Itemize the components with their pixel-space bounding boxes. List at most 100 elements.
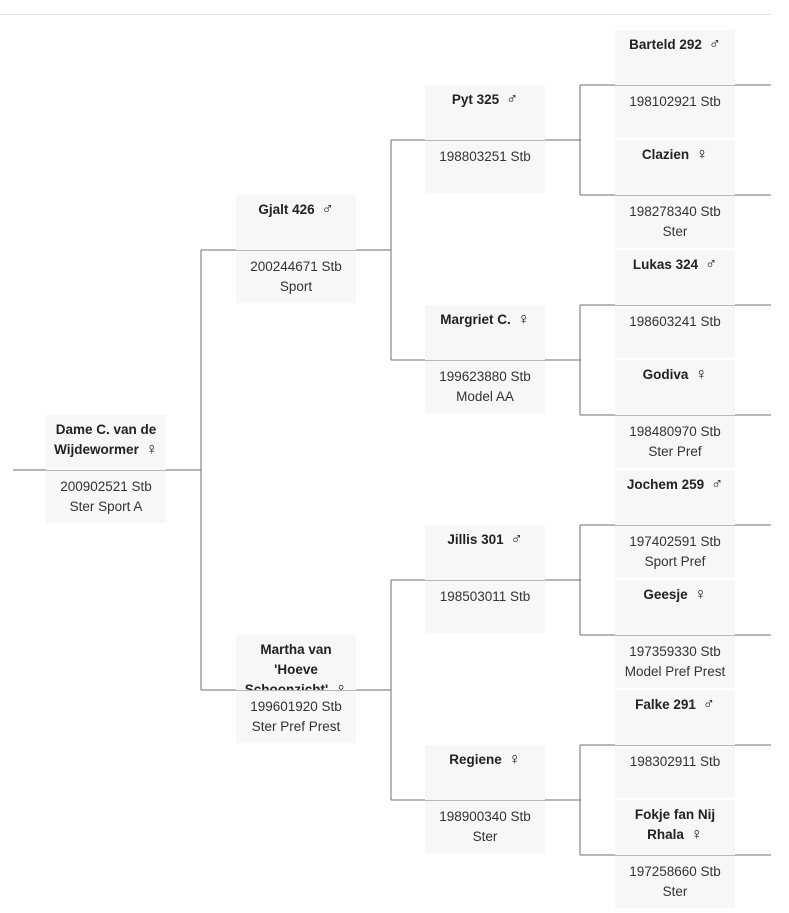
registration-number: 197402591 Stb: [629, 534, 721, 549]
predicate: Ster Pref: [648, 444, 702, 459]
horse-name-ds-dam[interactable]: Geesje: [643, 587, 688, 602]
horse-card-head: Jochem 259 ♂: [615, 470, 735, 525]
horse-card-head: Falke 291 ♂: [615, 690, 735, 745]
female-icon: ♀: [695, 366, 708, 383]
horse-name-dam[interactable]: Martha van 'Hoeve Schoonzicht': [244, 642, 332, 690]
registration-number: 198278340 Stb: [629, 204, 721, 219]
horse-card-details: 199623880 Stb Model AA: [425, 361, 545, 413]
horse-card-details: 198803251 Stb: [425, 141, 545, 193]
predicate: Model AA: [456, 389, 514, 404]
horse-card-sire[interactable]: Gjalt 426 ♂ 200244671 Stb Sport: [236, 195, 356, 303]
horse-name-dd-dam[interactable]: Fokje fan Nij Rhala: [634, 807, 716, 842]
horse-card-dam[interactable]: Martha van 'Hoeve Schoonzicht'♀ 19960192…: [236, 635, 356, 743]
horse-card-sd-sire[interactable]: Lukas 324♂ 198603241 Stb: [615, 250, 735, 358]
female-icon: ♀: [690, 826, 703, 843]
horse-card-ds-sire[interactable]: Jochem 259 ♂ 197402591 Stb Sport Pref: [615, 470, 735, 578]
horse-card-ds-dam[interactable]: Geesje ♀ 197359330 Stb Model Pref Prest: [615, 580, 735, 688]
registration-number: 198503011 Stb: [439, 589, 531, 604]
male-icon: ♂: [711, 476, 724, 493]
predicate: [619, 112, 731, 132]
female-icon: ♀: [694, 586, 707, 603]
horse-card-head: Geesje ♀: [615, 580, 735, 635]
male-icon: ♂: [506, 91, 519, 108]
registration-number: 199601920 Stb: [250, 699, 342, 714]
horse-card-head: Gjalt 426 ♂: [236, 195, 356, 250]
horse-card-head: Regiene♀: [425, 745, 545, 800]
horse-name-dam-dam[interactable]: Regiene: [449, 752, 502, 767]
horse-card-head: Margriet C. ♀: [425, 305, 545, 360]
horse-name-ss-sire[interactable]: Barteld 292: [629, 37, 702, 52]
predicate: [429, 167, 541, 187]
horse-card-dam-sire[interactable]: Jillis 301 ♂ 198503011 Stb: [425, 525, 545, 633]
horse-name-ds-sire[interactable]: Jochem 259: [626, 477, 705, 492]
horse-card-details: 198302911 Stb: [615, 746, 735, 798]
registration-number: 198480970 Stb: [629, 424, 721, 439]
predicate: Ster: [662, 224, 688, 239]
horse-card-head: Lukas 324♂: [615, 250, 735, 305]
female-icon: ♀: [696, 146, 709, 163]
horse-card-head: Dame C. van de Wijdewormer♀: [46, 415, 166, 470]
predicate: Ster Sport A: [69, 499, 143, 514]
horse-card-sd-dam[interactable]: Godiva ♀ 198480970 Stb Ster Pref: [615, 360, 735, 468]
horse-name-sd-dam[interactable]: Godiva: [642, 367, 689, 382]
predicate: Ster Pref Prest: [251, 719, 341, 734]
predicate: Ster: [662, 884, 688, 899]
female-icon: ♀: [517, 311, 530, 328]
registration-number: 197258660 Stb: [629, 864, 721, 879]
horse-card-details: 198278340 Stb Ster: [615, 196, 735, 248]
horse-card-dd-dam[interactable]: Fokje fan Nij Rhala♀ 197258660 Stb Ster: [615, 800, 735, 908]
horse-card-sire-dam[interactable]: Margriet C. ♀ 199623880 Stb Model AA: [425, 305, 545, 413]
female-icon: ♀: [335, 681, 348, 690]
horse-card-head: Martha van 'Hoeve Schoonzicht'♀: [236, 635, 356, 690]
horse-card-sire-sire[interactable]: Pyt 325 ♂ 198803251 Stb: [425, 85, 545, 193]
male-icon: ♂: [510, 531, 523, 548]
top-divider: [0, 14, 771, 15]
male-icon: ♂: [702, 696, 715, 713]
registration-number: 198603241 Stb: [629, 314, 721, 329]
horse-name-dam-sire[interactable]: Jillis 301: [447, 532, 504, 547]
horse-name-dd-sire[interactable]: Falke 291: [635, 697, 696, 712]
registration-number: 197359330 Stb: [629, 644, 721, 659]
predicate: [619, 332, 731, 352]
horse-name-sire[interactable]: Gjalt 426: [258, 202, 315, 217]
horse-card-details: 197402591 Stb Sport Pref: [615, 526, 735, 578]
registration-number: 198302911 Stb: [629, 754, 721, 769]
horse-card-details: 198102921 Stb: [615, 86, 735, 138]
male-icon: ♂: [321, 201, 334, 218]
horse-card-ss-sire[interactable]: Barteld 292 ♂ 198102921 Stb: [615, 30, 735, 138]
horse-card-details: 197258660 Stb Ster: [615, 856, 735, 908]
male-icon: ♂: [708, 36, 721, 53]
horse-card-subject[interactable]: Dame C. van de Wijdewormer♀ 200902521 St…: [46, 415, 166, 523]
horse-name-sire-dam[interactable]: Margriet C.: [440, 312, 511, 327]
horse-card-details: 198480970 Stb Ster Pref: [615, 416, 735, 468]
horse-card-details: 199601920 Stb Ster Pref Prest: [236, 691, 356, 743]
horse-name-ss-dam[interactable]: Clazien: [641, 147, 690, 162]
horse-card-details: 200902521 Stb Ster Sport A: [46, 471, 166, 523]
registration-number: 199623880 Stb: [439, 369, 531, 384]
registration-number: 200902521 Stb: [60, 479, 152, 494]
registration-number: 198900340 Stb: [439, 809, 531, 824]
predicate: Model Pref Prest: [624, 664, 726, 679]
predicate: Sport: [279, 279, 313, 294]
horse-card-dam-dam[interactable]: Regiene♀ 198900340 Stb Ster: [425, 745, 545, 853]
horse-card-details: 198603241 Stb: [615, 306, 735, 358]
horse-card-details: 198503011 Stb: [425, 581, 545, 633]
horse-name-sire-sire[interactable]: Pyt 325: [451, 92, 500, 107]
horse-card-ss-dam[interactable]: Clazien ♀ 198278340 Stb Ster: [615, 140, 735, 248]
female-icon: ♀: [145, 441, 158, 458]
registration-number: 198102921 Stb: [629, 94, 721, 109]
horse-card-details: 200244671 Stb Sport: [236, 251, 356, 303]
predicate: Sport Pref: [644, 554, 706, 569]
horse-card-head: Jillis 301 ♂: [425, 525, 545, 580]
horse-card-details: 198900340 Stb Ster: [425, 801, 545, 853]
horse-name-sd-sire[interactable]: Lukas 324: [632, 257, 699, 272]
predicate: [619, 772, 731, 792]
horse-card-head: Barteld 292 ♂: [615, 30, 735, 85]
predicate: [429, 607, 541, 627]
horse-card-dd-sire[interactable]: Falke 291 ♂ 198302911 Stb: [615, 690, 735, 798]
horse-name-subject[interactable]: Dame C. van de Wijdewormer: [54, 422, 157, 457]
horse-card-head: Clazien ♀: [615, 140, 735, 195]
horse-card-details: 197359330 Stb Model Pref Prest: [615, 636, 735, 688]
registration-number: 198803251 Stb: [439, 149, 531, 164]
